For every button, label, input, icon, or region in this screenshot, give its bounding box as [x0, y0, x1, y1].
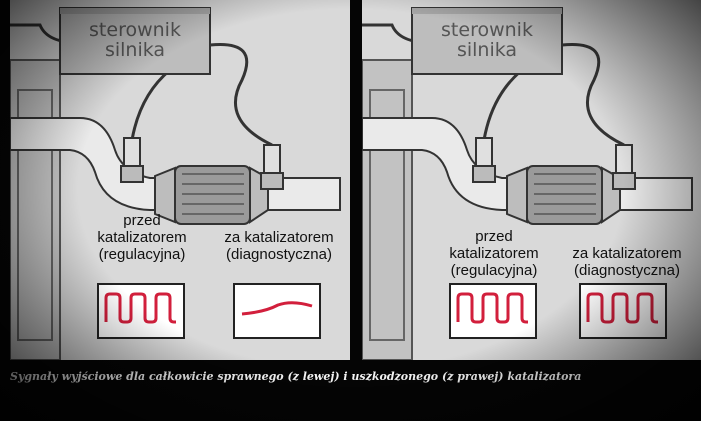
label-sensor-before: przed katalizatorem (regulacyjna): [97, 212, 187, 263]
oxygen-sensor-icon: [120, 137, 144, 183]
panel-working-catalyst: sterownik silnika przed katalizatorem (r…: [10, 0, 350, 360]
ecu-label: sterownik silnika: [441, 19, 533, 61]
oxygen-sensor-icon: [612, 144, 636, 190]
label-sensor-after: za katalizatorem (diagnostyczna): [224, 229, 334, 263]
label-sensor-before: przed katalizatorem (regulacyjna): [449, 228, 539, 279]
wire-sensor-before: [482, 68, 523, 141]
wire-sensor-before: [130, 68, 171, 141]
figure-caption: Sygnały wyjściowe dla całkowicie sprawne…: [10, 370, 582, 383]
wire-sensor-after: [561, 42, 625, 147]
catalytic-converter-icon: [506, 165, 621, 225]
ecu-label: sterownik silnika: [89, 19, 181, 61]
signal-box-after: [233, 283, 321, 339]
label-sensor-after: za katalizatorem (diagnostyczna): [572, 245, 682, 279]
wire-sensor-after: [209, 42, 273, 147]
panel-damaged-catalyst: sterownik silnika przed katalizatorem (r…: [362, 0, 701, 360]
oxygen-sensor-icon: [472, 137, 496, 183]
oxygen-sensor-icon: [260, 144, 284, 190]
